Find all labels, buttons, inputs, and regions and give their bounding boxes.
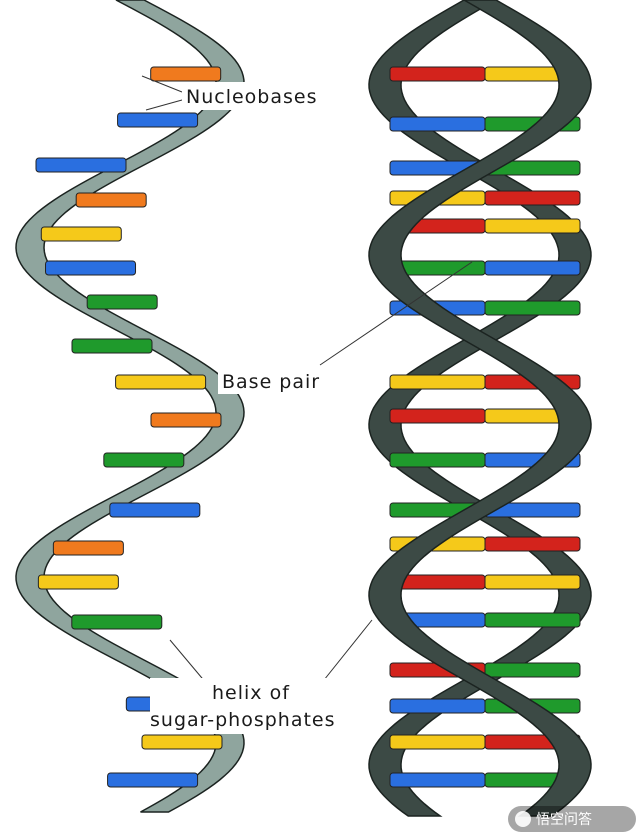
base-pair-left-blue [389,772,486,788]
nucleobase-orange [150,412,222,428]
base-pair-left-red [389,408,486,424]
helix-label-bg [150,678,368,734]
nucleobase-yellow [37,574,119,590]
nucleobases-label: Nucleobases [186,86,318,108]
nucleobase-orange [150,66,222,82]
nucleobase-blue [45,260,137,276]
base-pair-right-yellow [484,218,581,234]
base-pair-pointer [319,261,473,366]
nucleobases-pointer-2 [145,99,183,111]
base-pair-right-red [484,536,581,552]
base-pair-left-blue [389,698,486,714]
helix-label-line1: helix of [212,682,290,704]
nucleobase-blue [117,112,199,128]
base-pair-right-green [484,662,581,678]
watermark-bg [508,806,636,832]
nucleobase-blue [35,157,127,173]
watermark: 悟空问答 [508,806,636,832]
nucleobase-green [86,294,158,310]
base-pair-left-yellow [389,374,486,390]
base-pair-label: Base pair [222,371,320,393]
base-pair-right-red [484,190,581,206]
nucleobase-yellow [141,734,223,750]
base-pair-left-yellow [389,734,486,750]
base-pair-right-yellow [484,574,581,590]
base-pair-label-bg [218,366,342,394]
base-pair-left-blue [389,116,486,132]
backbone-strand-front [368,0,592,817]
base-pair-left-red [389,66,486,82]
watermark-text: 悟空问答 [536,811,592,828]
base-pair-right-green [484,612,581,628]
base-pair-right-blue [484,260,581,276]
nucleobase-orange [75,192,147,208]
nucleobase-green [103,452,185,468]
nucleobases-label-bg [182,82,342,110]
nucleobase-blue [109,502,201,518]
nucleobase-orange [52,540,124,556]
nucleobases-pointer-1 [141,75,183,93]
single-strand-helix [15,0,245,813]
base-pair-left-green [389,452,486,468]
nucleobase-green [71,338,153,354]
nucleobase-green [71,614,163,630]
nucleobase-yellow [115,374,207,390]
nucleobase-yellow [40,226,122,242]
double-strand-helix [368,0,592,817]
base-pair-right-green [484,300,581,316]
watermark-logo-icon [515,811,531,827]
helix-label-line2: sugar-phosphates [150,709,336,731]
nucleobase-blue [107,772,199,788]
